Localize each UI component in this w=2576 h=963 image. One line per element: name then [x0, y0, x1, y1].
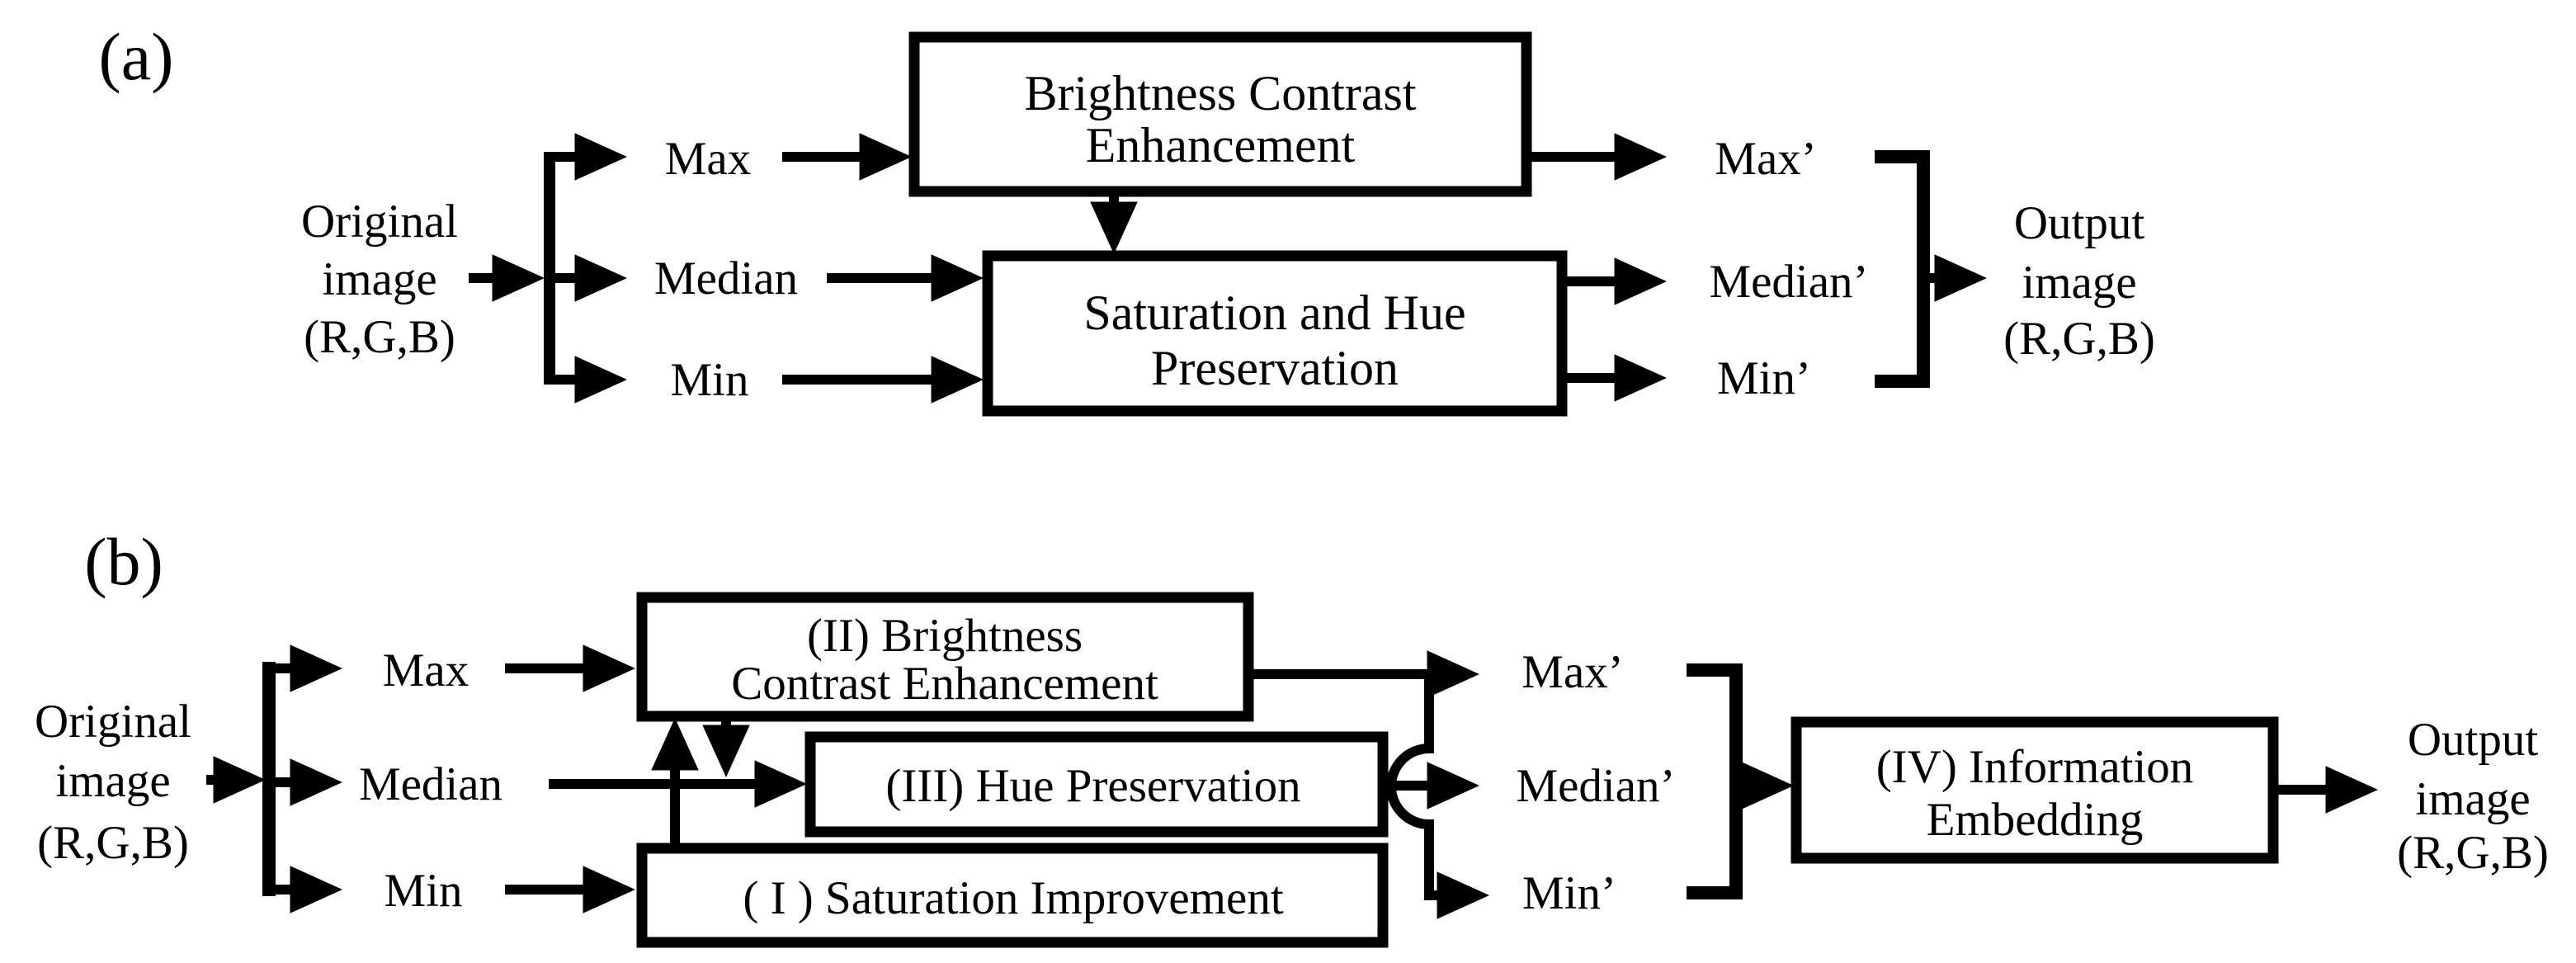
sink-image-label-line1: Output: [2014, 197, 2145, 249]
output-min-label: Min’: [1717, 352, 1811, 404]
box-brightness-line1: (II) Brightness: [807, 610, 1083, 662]
source-image-label-line2: image: [55, 755, 170, 807]
source-image-label-line1: Original: [35, 696, 191, 748]
panel-b: (b) Original image (R,G,B) Max Median Mi…: [35, 524, 2549, 948]
channel-median-label: Median: [359, 758, 502, 810]
merge-bracket: [1875, 150, 1930, 388]
source-image-label-line3: (R,G,B): [304, 311, 455, 363]
sink-image-label-line1: Output: [2408, 714, 2539, 766]
box-embedding-line2: Embedding: [1927, 794, 2144, 846]
panel-a-label: (a): [98, 19, 173, 94]
source-image-label-line2: image: [322, 253, 436, 305]
channel-min-label: Min: [670, 354, 748, 406]
sink-image-label-line2: image: [2415, 773, 2530, 825]
box-brightness-line1: Brightness Contrast: [1025, 66, 1417, 120]
channel-max-label: Max: [383, 644, 469, 696]
box-brightness-contrast-enhancement: [908, 31, 1532, 197]
box-saturation-hue-line2: Preservation: [1151, 341, 1399, 395]
panel-a: (a) Original image (R,G,B) Max Median Mi…: [98, 19, 2155, 417]
sink-image-label-line3: (R,G,B): [2003, 313, 2155, 365]
panel-b-label: (b): [84, 524, 163, 599]
output-max-label: Max’: [1522, 646, 1623, 698]
box-brightness-contrast-enhancement: [636, 592, 1254, 722]
sink-image-label-line2: image: [2022, 257, 2136, 309]
box-saturation-label: ( I ) Saturation Improvement: [743, 872, 1283, 924]
channel-median-label: Median: [654, 253, 798, 304]
output-min-label: Min’: [1522, 867, 1616, 919]
sink-image-label-line3: (R,G,B): [2397, 827, 2549, 879]
box-embedding-line1: (IV) Information: [1876, 741, 2194, 793]
output-median-label: Median’: [1709, 256, 1868, 308]
box-brightness-line2: Contrast Enhancement: [731, 658, 1158, 710]
source-image-label-line1: Original: [301, 196, 458, 248]
output-median-label: Median’: [1516, 760, 1675, 812]
channel-max-label: Max: [665, 133, 751, 185]
channel-min-label: Min: [384, 865, 462, 917]
box-saturation-hue-line1: Saturation and Hue: [1083, 286, 1465, 340]
box-hue-label: (III) Hue Preservation: [885, 760, 1300, 812]
merge-bracket: [1687, 663, 1743, 899]
box-hue-preservation: [804, 731, 1389, 838]
box-brightness-line2: Enhancement: [1086, 118, 1356, 172]
box-saturation-hue-preservation: [982, 250, 1568, 417]
source-image-label-line3: (R,G,B): [37, 817, 189, 869]
box-saturation-improvement: [636, 843, 1389, 948]
output-max-label: Max’: [1715, 133, 1816, 185]
